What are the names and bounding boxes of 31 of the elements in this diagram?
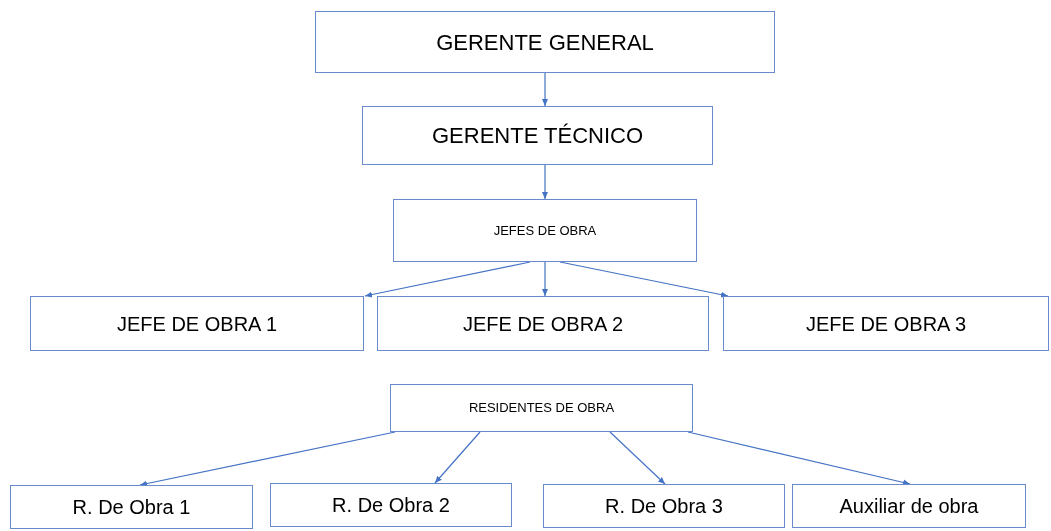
arrow [542,164,548,200]
arrow [542,261,548,297]
org-box [543,484,785,528]
org-box [270,483,512,527]
org-box [10,485,253,529]
arrow [559,261,729,298]
org-box [390,384,693,432]
arrow [542,72,548,107]
arrow [364,261,531,298]
box-label: R. De Obra 1 [72,495,191,520]
arrow [609,431,666,485]
org-box [362,106,713,165]
box-label: JEFES DE OBRA [493,221,597,240]
box-label: JEFE DE OBRA 2 [462,311,624,337]
box-label: R. De Obra 3 [605,494,723,519]
org-box [377,296,709,351]
org-box [792,484,1026,528]
box-label: RESIDENTES DE OBRA [468,399,615,418]
org-box [30,296,364,351]
box-label: R. De Obra 2 [332,493,450,518]
box-label: JEFE DE OBRA 1 [116,311,278,337]
box-label: Auxiliar de obra [839,494,979,519]
box-label: GERENTE GENERAL [436,28,654,57]
arrow [139,431,396,487]
arrow [687,431,911,486]
org-box [393,199,697,262]
arrow [434,431,481,484]
box-label: GERENTE TÉCNICO [431,122,644,150]
org-box [315,11,775,73]
org-box [723,296,1049,351]
box-label: JEFE DE OBRA 3 [805,311,967,337]
